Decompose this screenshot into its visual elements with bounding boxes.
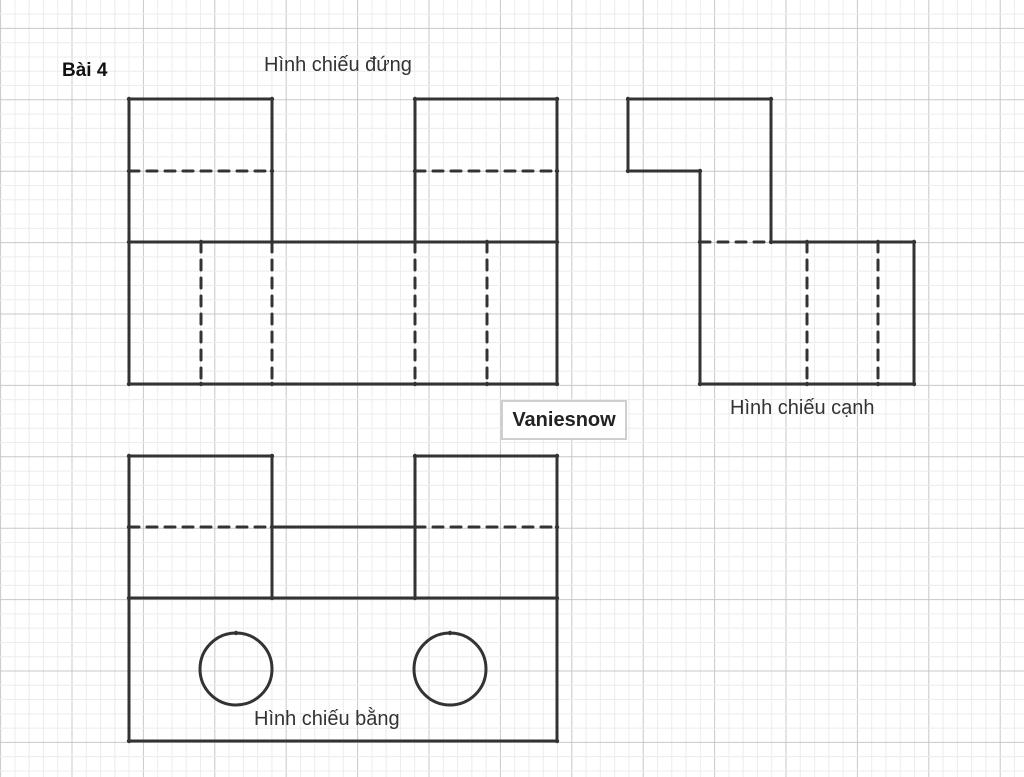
vertex-point: [804, 239, 810, 245]
top-view-label: Hình chiếu bằng: [254, 708, 400, 730]
vertex-point: [269, 453, 275, 459]
vertex-point: [554, 239, 560, 245]
vertex-point: [198, 239, 204, 245]
vertex-point: [126, 239, 132, 245]
vertex-point: [554, 96, 560, 102]
vertex-point: [126, 96, 132, 102]
vertex-points: [126, 96, 917, 744]
vertex-point: [484, 239, 490, 245]
vertex-point: [554, 453, 560, 459]
vertex-point: [412, 381, 418, 387]
side-view-hidden-lines: [698, 240, 880, 386]
vertex-point: [625, 96, 631, 102]
vertex-point: [412, 239, 418, 245]
vertex-point: [875, 239, 881, 245]
vertex-point: [554, 738, 560, 744]
vertex-point: [554, 524, 560, 530]
hole-right: [412, 631, 488, 707]
vertex-point: [625, 168, 631, 174]
vertex-point: [269, 168, 275, 174]
vertex-point: [554, 381, 560, 387]
vertex-point: [412, 595, 418, 601]
vertex-point: [126, 168, 132, 174]
watermark: Vaniesnow: [501, 400, 627, 440]
vertex-point: [126, 381, 132, 387]
vertex-point: [875, 381, 881, 387]
vertex-point: [412, 96, 418, 102]
vertex-point: [554, 595, 560, 601]
vertex-point: [911, 381, 917, 387]
front-view-label: Hình chiếu đứng: [264, 54, 412, 76]
hole-left: [198, 631, 274, 707]
vertex-point: [269, 381, 275, 387]
vertex-point: [697, 239, 703, 245]
vertex-point: [126, 524, 132, 530]
vertex-point: [126, 453, 132, 459]
vertex-point: [697, 381, 703, 387]
vertex-point: [554, 168, 560, 174]
vertex-point: [269, 595, 275, 601]
vertex-point: [412, 453, 418, 459]
vertex-point: [269, 239, 275, 245]
vertex-point: [697, 168, 703, 174]
vertex-point: [269, 96, 275, 102]
vertex-point: [269, 524, 275, 530]
exercise-title: Bài 4: [62, 60, 108, 81]
vertex-point: [911, 239, 917, 245]
side-view-label: Hình chiếu cạnh: [730, 397, 875, 419]
vertex-point: [126, 738, 132, 744]
vertex-point: [484, 381, 490, 387]
front-view-hidden-lines: [127, 169, 559, 386]
vertex-point: [768, 239, 774, 245]
vertex-point: [233, 630, 239, 636]
vertex-point: [126, 595, 132, 601]
vertex-point: [768, 96, 774, 102]
vertex-point: [412, 168, 418, 174]
vertex-point: [198, 381, 204, 387]
vertex-point: [412, 524, 418, 530]
vertex-point: [447, 630, 453, 636]
vertex-point: [804, 381, 810, 387]
